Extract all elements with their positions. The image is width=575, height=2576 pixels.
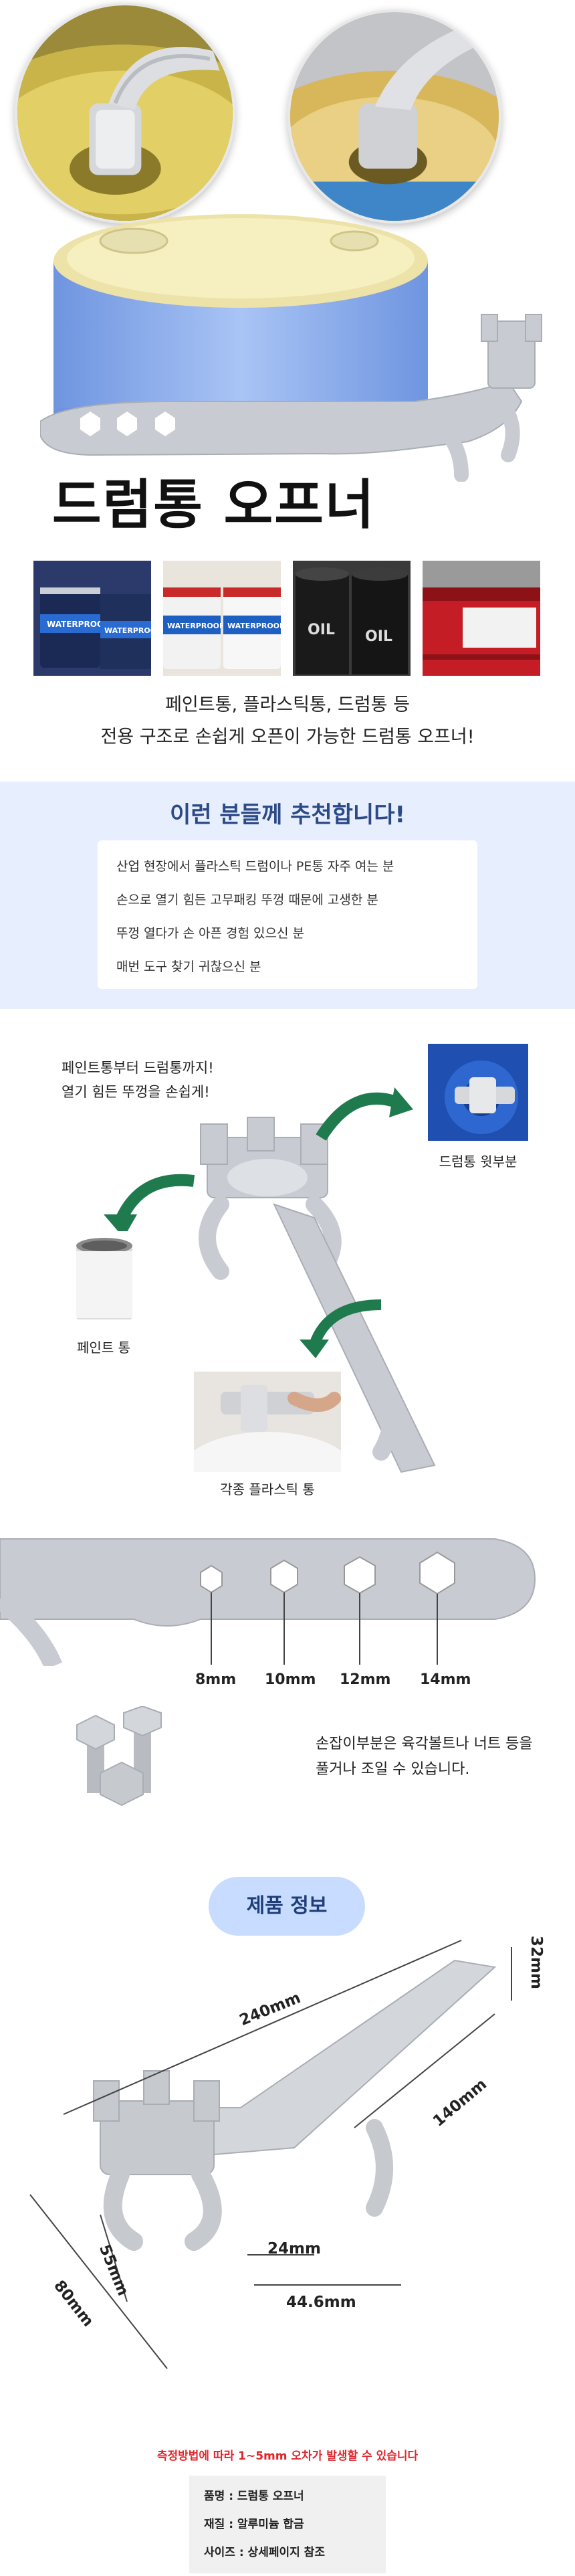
bucket-label-text: WATERPROOF	[167, 622, 225, 630]
spec-name: 품명 : 드럼통 오프너	[204, 2490, 304, 2503]
recommend-list: 산업 현장에서 플라스틱 드럼이나 PE통 자주 여는 분 손으로 열기 힘든 …	[98, 840, 477, 989]
hex-size-14: 14mm	[420, 1671, 471, 1688]
red-drum-photo	[423, 561, 540, 676]
recommend-section: 이런 분들께 추천합니다! 산업 현장에서 플라스틱 드럼이나 PE통 자주 여…	[0, 781, 575, 1009]
bolt-line-1: 손잡이부분은 육각볼트나 너트 등을	[316, 1736, 533, 1752]
drum-label-text: OIL	[365, 628, 392, 645]
opener-handle-hex-illustration	[0, 1538, 536, 1666]
spec-table: 품명 : 드럼통 오프너 재질 : 알루미늄 합금 사이즈 : 상세페이지 참조	[189, 2476, 386, 2573]
hex-size-10: 10mm	[265, 1671, 316, 1688]
dim-32: 32mm	[527, 1936, 545, 1989]
opener-in-use-photo-1	[15, 3, 235, 223]
spec-size: 사이즈 : 상세페이지 참조	[204, 2546, 325, 2559]
hex-size-8: 8mm	[195, 1671, 237, 1688]
arrow-to-drum-top-icon	[316, 1087, 413, 1141]
arrow-to-plastic-icon	[300, 1299, 382, 1358]
opener-large-illustration	[199, 1117, 436, 1473]
recommend-item: 뚜껑 열다가 손 아픈 경험 있으신 분	[116, 926, 304, 941]
oil-drums-photo: OIL OIL	[293, 561, 411, 676]
paint-bucket-photo-2: WATERPROOF WATERPROOF	[163, 561, 281, 676]
hero-section: 드럼통 오프너	[0, 0, 575, 536]
bolt-line-2: 풀거나 조일 수 있습니다.	[316, 1761, 470, 1778]
hex-size-12: 12mm	[340, 1671, 391, 1688]
recommend-title: 이런 분들께 추천합니다!	[170, 802, 405, 828]
dim-44-6: 44.6mm	[286, 2294, 356, 2311]
hero-title: 드럼통 오프너	[52, 474, 376, 536]
measurement-warning: 측정방법에 따라 1~5mm 오차가 발생할 수 있습니다	[156, 2450, 419, 2463]
opener-in-use-photo-2	[288, 9, 501, 223]
bucket-label-text: WATERPROOF	[227, 622, 281, 630]
product-photo-strip: WATERPROOF WATERPROOF WATERPROOF WATERPR…	[33, 561, 542, 676]
hex-bolts-illustration	[76, 1706, 162, 1807]
recommend-item: 산업 현장에서 플라스틱 드럼이나 PE통 자주 여는 분	[116, 859, 394, 874]
plastic-container-photo	[194, 1372, 341, 1472]
plastic-container-label: 각종 플라스틱 통	[220, 1481, 315, 1497]
drum-with-opener-illustration	[40, 214, 542, 482]
intro-description: 페인트통, 플라스틱통, 드럼통 등 전용 구조로 손쉽게 오픈이 가능한 드럼…	[0, 689, 575, 753]
arrow-to-paint-icon	[104, 1174, 195, 1238]
bolt-description: 손잡이부분은 육각볼트나 너트 등을 풀거나 조일 수 있습니다.	[316, 1732, 533, 1782]
bucket-label-text: WATERPROOF	[104, 626, 151, 635]
uses-line-1: 페인트통부터 드럼통까지!	[62, 1060, 214, 1076]
uses-line-2: 열기 힘든 뚜껑을 손쉽게!	[62, 1084, 210, 1100]
dim-24: 24mm	[267, 2240, 321, 2258]
paint-bucket-photo-1: WATERPROOF WATERPROOF	[33, 561, 151, 676]
paint-can-photo	[64, 1231, 144, 1325]
intro-line-1: 페인트통, 플라스틱통, 드럼통 등	[165, 695, 410, 715]
product-info-badge: 제품 정보	[209, 1877, 365, 1936]
drum-label-text: OIL	[308, 622, 335, 638]
recommend-item: 손으로 열기 힘든 고무패킹 뚜껑 때문에 고생한 분	[116, 893, 378, 907]
drum-top-label: 드럼통 윗부분	[439, 1154, 518, 1170]
bucket-label-text: WATERPROOF	[47, 620, 109, 629]
spec-material: 재질 : 알루미늄 합금	[204, 2518, 304, 2531]
drum-top-photo	[428, 1044, 528, 1141]
uses-intro: 페인트통부터 드럼통까지! 열기 힘든 뚜껑을 손쉽게!	[62, 1056, 214, 1104]
dimension-diagram	[29, 1940, 512, 2369]
paint-can-label: 페인트 통	[77, 1340, 130, 1356]
intro-line-2: 전용 구조로 손쉽게 오픈이 가능한 드럼통 오프너!	[100, 727, 475, 747]
recommend-item: 매번 도구 찾기 귀찮으신 분	[116, 959, 261, 974]
